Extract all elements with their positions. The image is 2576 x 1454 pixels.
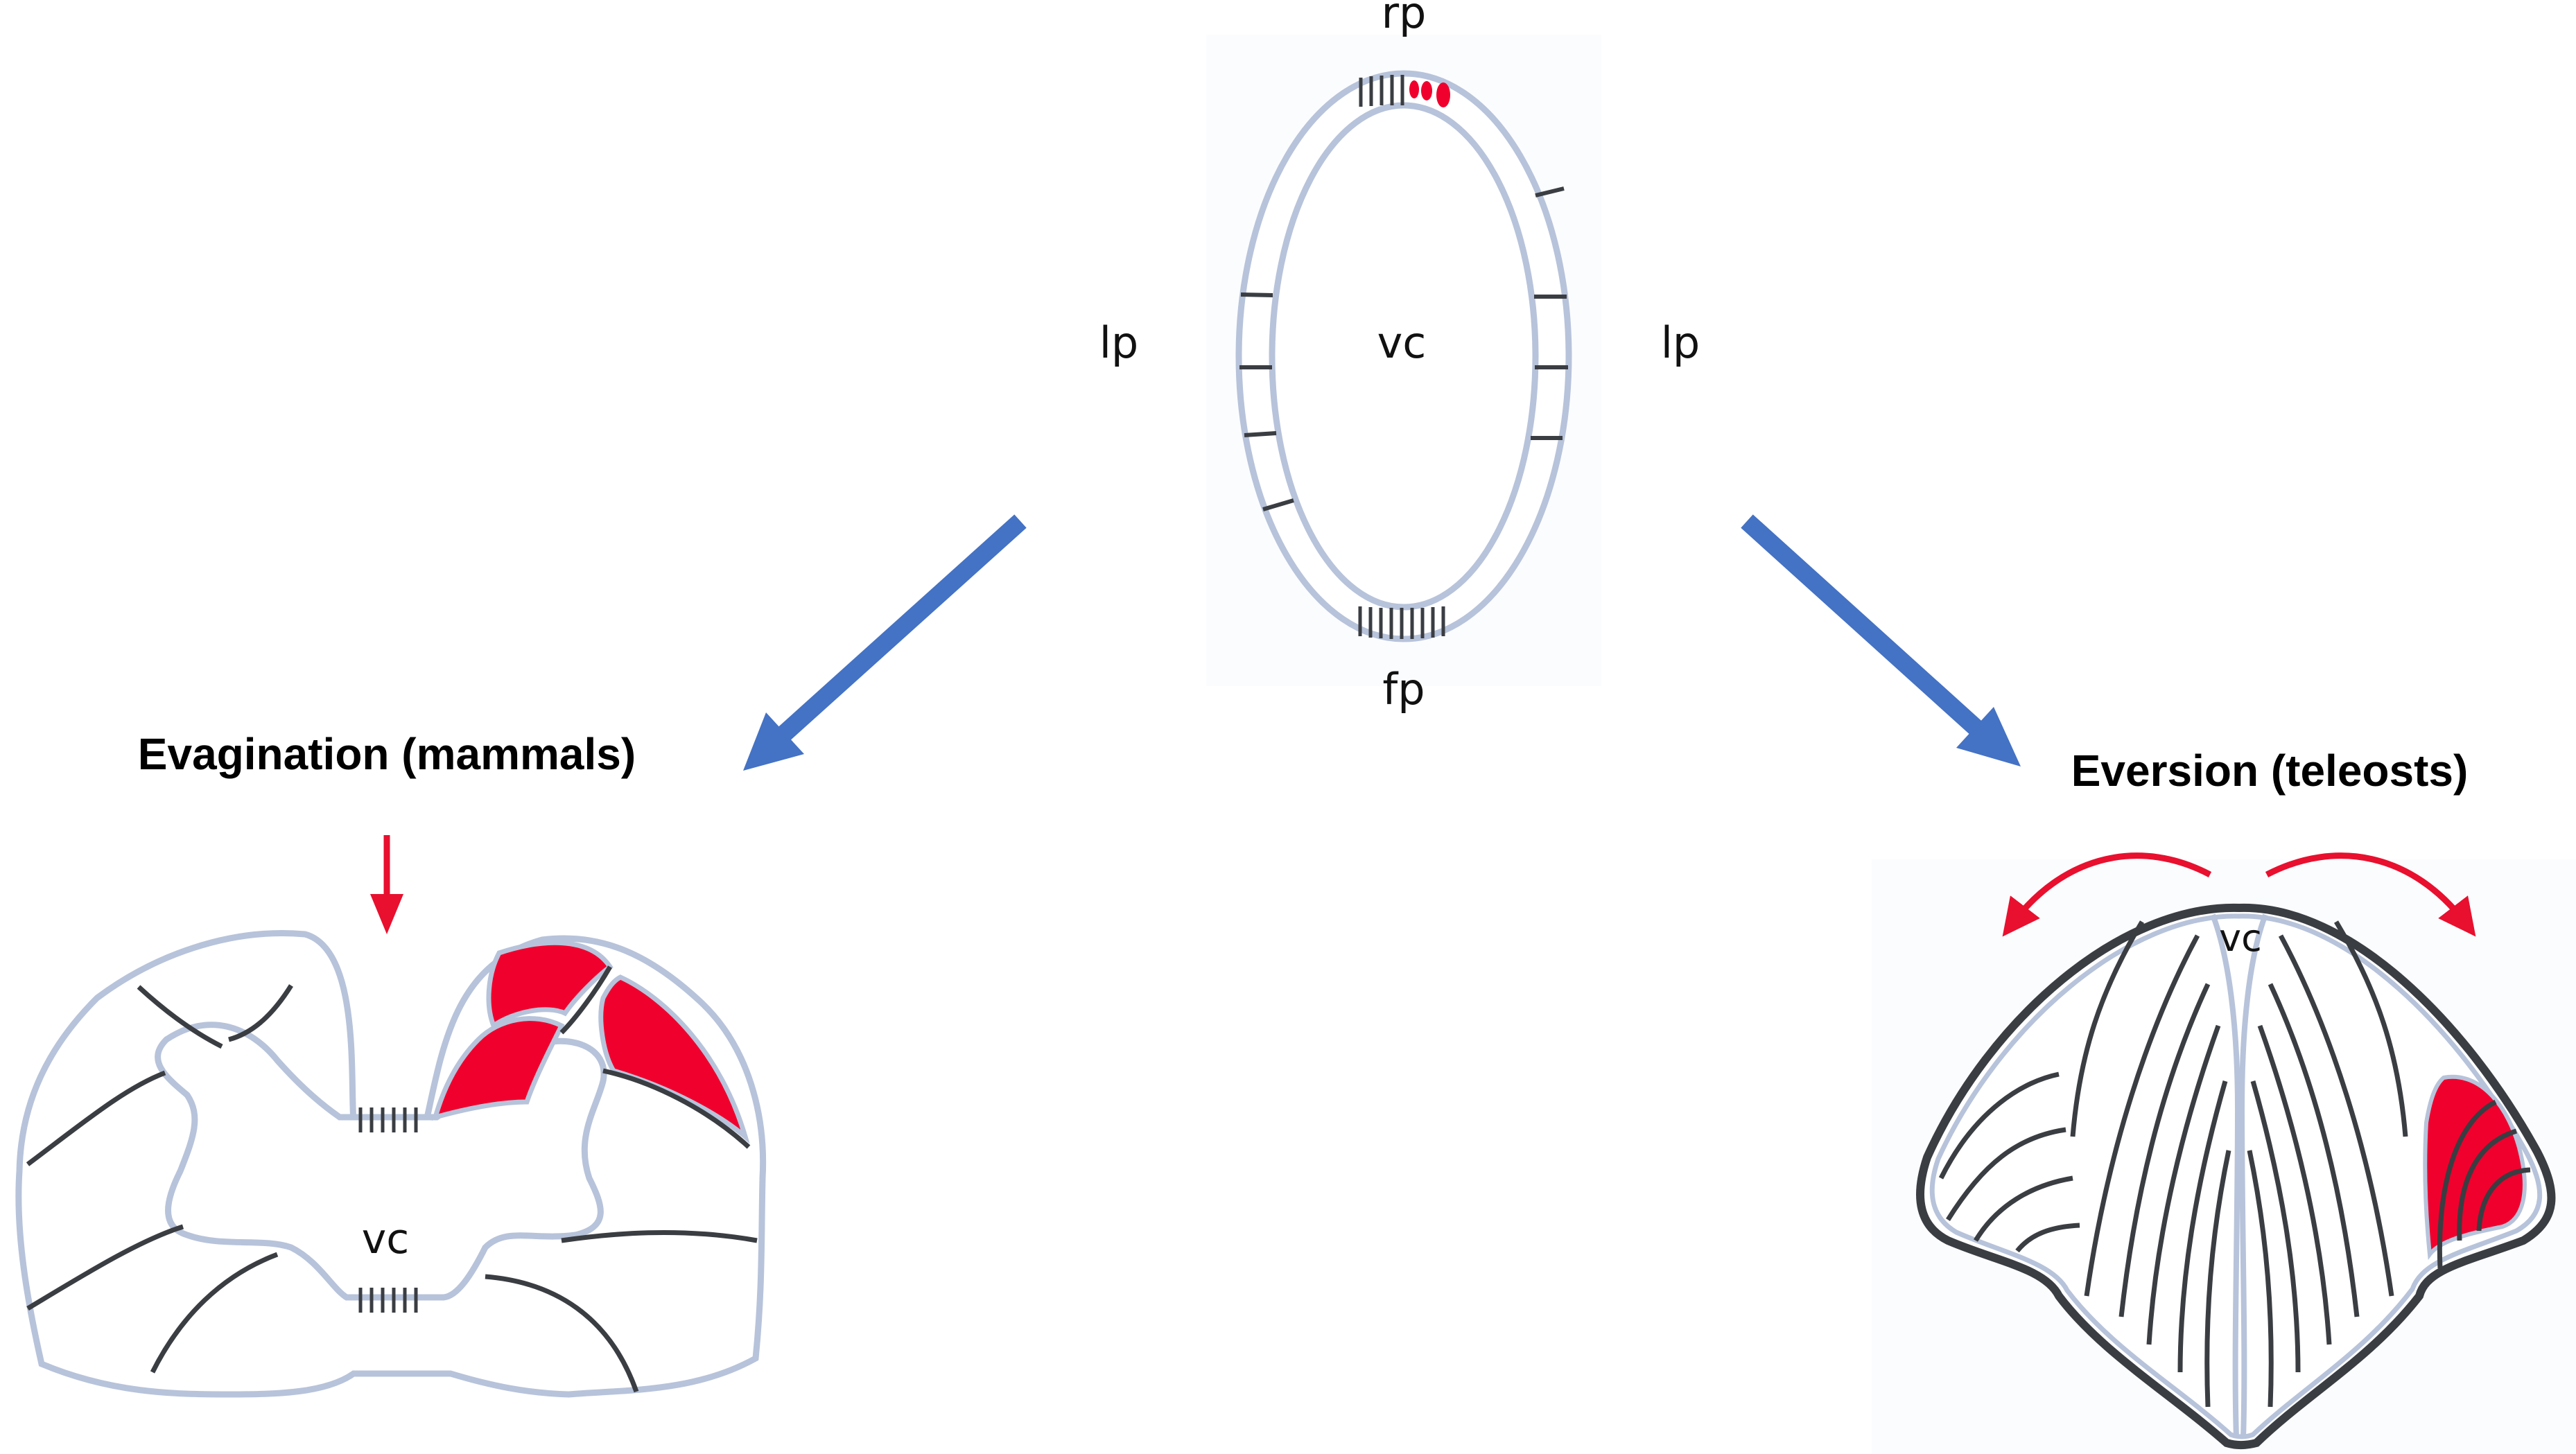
evagination-title: Evagination (mammals) (138, 729, 636, 779)
eversion-striations (1938, 920, 2531, 1408)
evagination-ventral-plate (358, 1288, 418, 1313)
eversion-section: vc (1872, 852, 2576, 1454)
roof-cell-highlight-2 (1421, 81, 1432, 100)
eversion-midline (2210, 913, 2268, 1439)
red-down-arrow (370, 835, 403, 934)
lateral-plate-right-label: lp (1661, 317, 1700, 368)
evagination-cell-walls (26, 965, 758, 1393)
eversion-arrow-right (2265, 852, 2476, 937)
floor-plate (1358, 606, 1445, 639)
roof-cell-highlight-3 (1436, 82, 1450, 107)
evagination-highlight-medial (431, 1016, 565, 1121)
roof-plate (1359, 75, 1450, 107)
eversion-title: Eversion (teleosts) (2071, 746, 2469, 796)
evagination-dorsal-plate (358, 1107, 418, 1132)
flow-arrow-right (1741, 514, 2021, 767)
eversion-arrow-left (2002, 852, 2212, 937)
floor-plate-label: fp (1382, 664, 1425, 715)
ventricle-label-eversion: vc (2219, 916, 2262, 960)
roof-cell-highlight-1 (1409, 80, 1419, 98)
roof-plate-label: rp (1382, 0, 1427, 38)
tube-cell-divisions (1239, 186, 1568, 511)
evagination-highlight-dorsal (486, 940, 613, 1030)
ventricle-label-tube: vc (1377, 317, 1427, 368)
lateral-plate-left-label: lp (1099, 317, 1139, 368)
evagination-highlight-lateral (598, 974, 750, 1144)
neural-tube-section: rp fp lp lp vc (1099, 0, 1700, 715)
flow-arrow-left (743, 514, 1027, 771)
evagination-section: vc (15, 835, 767, 1398)
ventricle-label-evagination: vc (362, 1215, 410, 1263)
